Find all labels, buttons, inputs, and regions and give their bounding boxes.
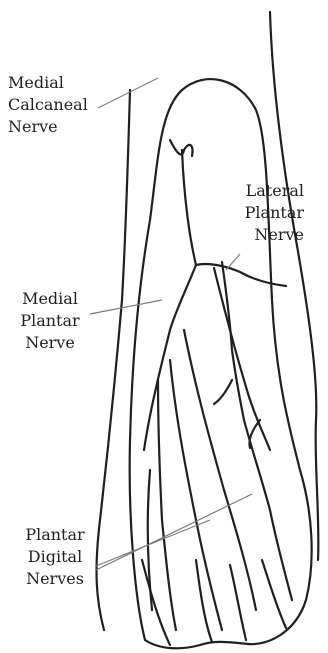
label-lateral-plantar-line-1: Lateral (222, 180, 304, 202)
label-lateral-plantar-nerve: Lateral Plantar Nerve (222, 180, 304, 246)
label-medial-plantar-nerve: Medial Plantar Nerve (14, 288, 86, 354)
calcaneal-branch (170, 140, 193, 156)
label-medial-plantar-line-2: Plantar (14, 310, 86, 332)
leader-medial-calcaneal (98, 78, 158, 108)
label-plantar-digital-line-2: Digital (16, 546, 94, 568)
leader-lateral-plantar (226, 254, 240, 270)
leader-medial-plantar (90, 300, 162, 314)
medial-plantar-trunk (144, 150, 196, 450)
leader-digital-1 (96, 520, 210, 566)
label-lateral-plantar-line-2: Plantar (222, 202, 304, 224)
lateral-plantar-trunk (196, 264, 286, 286)
label-medial-plantar-line-3: Nerve (14, 332, 86, 354)
toe-line-3 (230, 565, 246, 640)
leg-right-outline (270, 12, 318, 560)
label-lateral-plantar-line-3: Nerve (222, 224, 304, 246)
lateral-branch-b (214, 268, 270, 450)
leg-left-outline (97, 90, 130, 630)
label-medial-calcaneal-line-2: Calcaneal (8, 94, 88, 116)
label-medial-calcaneal-nerve: Medial Calcaneal Nerve (8, 72, 88, 138)
toe-line-1 (142, 560, 170, 645)
label-plantar-digital-nerves: Plantar Digital Nerves (16, 524, 94, 590)
toe-line-2 (196, 560, 212, 642)
label-plantar-digital-line-1: Plantar (16, 524, 94, 546)
digital-branch-5 (148, 470, 152, 610)
leader-digital-2 (96, 494, 252, 570)
digital-branch-1 (158, 380, 176, 630)
label-medial-calcaneal-line-1: Medial (8, 72, 88, 94)
label-plantar-digital-line-3: Nerves (16, 568, 94, 590)
label-medial-calcaneal-line-3: Nerve (8, 116, 88, 138)
digital-branch-3 (184, 330, 256, 610)
label-medial-plantar-line-1: Medial (14, 288, 86, 310)
toe-line-4 (262, 560, 286, 628)
digital-branch-2 (170, 360, 222, 630)
branch-twig-b (214, 380, 232, 404)
